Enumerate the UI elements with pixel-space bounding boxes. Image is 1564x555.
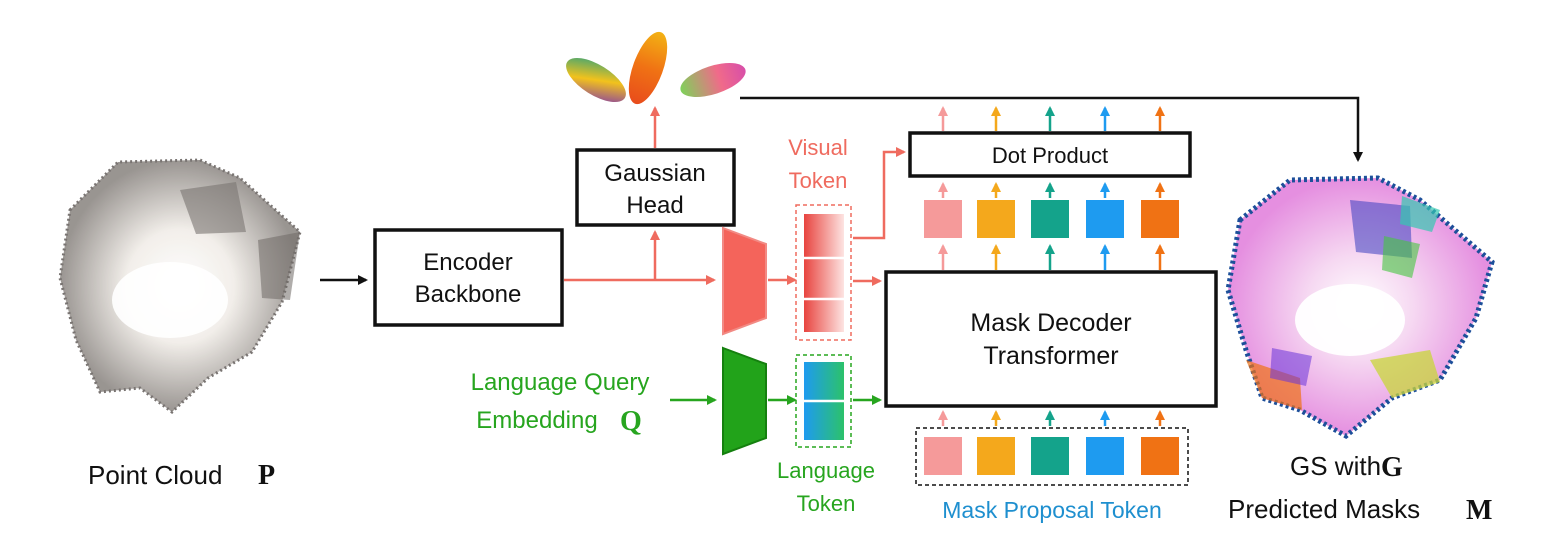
decoded-token-2: [977, 200, 1015, 238]
svg-text:Predicted Masks: Predicted Masks: [1228, 494, 1420, 524]
gaussian-ellipsoids-icon: [566, 31, 746, 105]
svg-text:P: P: [258, 460, 275, 491]
svg-text:Transformer: Transformer: [983, 342, 1118, 370]
decoder-to-token-arrows: [938, 244, 1165, 270]
language-query-label: Language Query Embedding Q: [471, 369, 650, 437]
decoded-token-5: [1141, 200, 1179, 238]
mask-proposal-to-decoder-arrows: [938, 410, 1165, 426]
svg-text:Token: Token: [789, 168, 848, 193]
svg-text:Dot Product: Dot Product: [992, 143, 1108, 168]
dot-product-box: Dot Product: [908, 131, 1192, 178]
decoded-token-1: [924, 200, 962, 238]
mask-proposal-token-4: [1086, 437, 1124, 475]
language-token-stack: [795, 354, 852, 448]
language-token-label: Language Token: [777, 458, 875, 516]
visual-token-label: Visual Token: [788, 135, 848, 193]
svg-text:Language Query: Language Query: [471, 369, 650, 396]
encoder-backbone-box: Encoder Backbone: [373, 228, 564, 327]
mask-proposal-token-5: [1141, 437, 1179, 475]
mask-proposal-token-row: [915, 427, 1189, 486]
svg-text:Visual: Visual: [788, 135, 848, 160]
token-to-dot-product-arrows: [938, 182, 1165, 198]
visual-token-stack: [795, 204, 852, 341]
arrow-gaussians-to-output: [740, 96, 1363, 162]
svg-text:M: M: [1466, 495, 1492, 526]
gaussian-head-box: Gaussian Head: [575, 148, 736, 227]
decoded-query-token-row: [924, 200, 1179, 238]
svg-text:Gaussian: Gaussian: [604, 160, 705, 187]
svg-text:Token: Token: [797, 491, 856, 516]
mask-proposal-token-1: [924, 437, 962, 475]
mask-proposal-token-label: Mask Proposal Token: [942, 497, 1161, 523]
svg-text:Q: Q: [620, 406, 642, 437]
svg-text:GS with: GS with: [1290, 451, 1381, 481]
mask-decoder-transformer-box: Mask Decoder Transformer: [884, 270, 1218, 408]
visual-projector-shape: [722, 226, 767, 336]
svg-text:Head: Head: [626, 192, 683, 219]
svg-text:Encoder: Encoder: [423, 249, 512, 276]
svg-text:Mask Decoder: Mask Decoder: [970, 309, 1131, 337]
svg-text:Backbone: Backbone: [415, 281, 522, 308]
svg-text:Point Cloud: Point Cloud: [88, 460, 222, 490]
language-projector-shape: [722, 346, 767, 456]
mask-proposal-token-2: [977, 437, 1015, 475]
svg-text:Language: Language: [777, 458, 875, 483]
svg-text:G: G: [1381, 452, 1403, 483]
svg-text:Embedding: Embedding: [476, 407, 597, 434]
decoded-token-4: [1086, 200, 1124, 238]
output-label: GS with G Predicted Masks M: [1228, 451, 1492, 526]
arrow-visual-token-to-dot-product: [853, 147, 906, 240]
mask-proposal-token-3: [1031, 437, 1069, 475]
dot-product-output-arrows: [938, 106, 1165, 131]
output-masked-point-cloud-image: [1225, 175, 1495, 440]
input-point-cloud-image: [58, 158, 302, 414]
decoded-token-3: [1031, 200, 1069, 238]
point-cloud-label: Point Cloud P: [88, 460, 275, 491]
